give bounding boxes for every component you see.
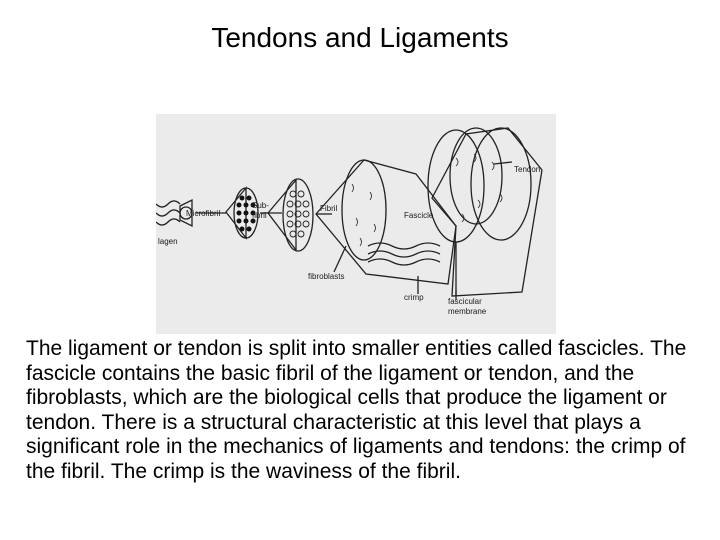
fibril-shape <box>268 179 313 251</box>
label-fascicle: Fascicle <box>404 211 434 220</box>
label-tendon: Tendon <box>514 165 540 174</box>
collagen-molecule <box>156 201 180 225</box>
label-fascicular-2: membrane <box>448 307 487 316</box>
tendon-hierarchy-diagram: lagen Microfibril Sub- fibril Fibril Fas… <box>156 114 556 334</box>
caption-text: The ligament or tendon is split into sma… <box>26 337 706 485</box>
label-collagen: lagen <box>158 237 178 246</box>
diagram-drawing: lagen Microfibril Sub- fibril Fibril Fas… <box>156 114 556 334</box>
slide-title: Tendons and Ligaments <box>0 20 720 56</box>
label-crimp: crimp <box>404 293 424 302</box>
leader-tendon <box>494 162 512 164</box>
label-subfibril-1: Sub- <box>252 201 269 210</box>
label-microfibril: Microfibril <box>186 209 220 218</box>
label-fibroblasts: fibroblasts <box>308 272 344 281</box>
label-fascicular-1: fascicular <box>448 297 482 306</box>
label-fibril: Fibril <box>320 204 338 213</box>
label-subfibril-2: fibril <box>252 211 267 220</box>
leader-fibroblasts <box>334 246 346 272</box>
